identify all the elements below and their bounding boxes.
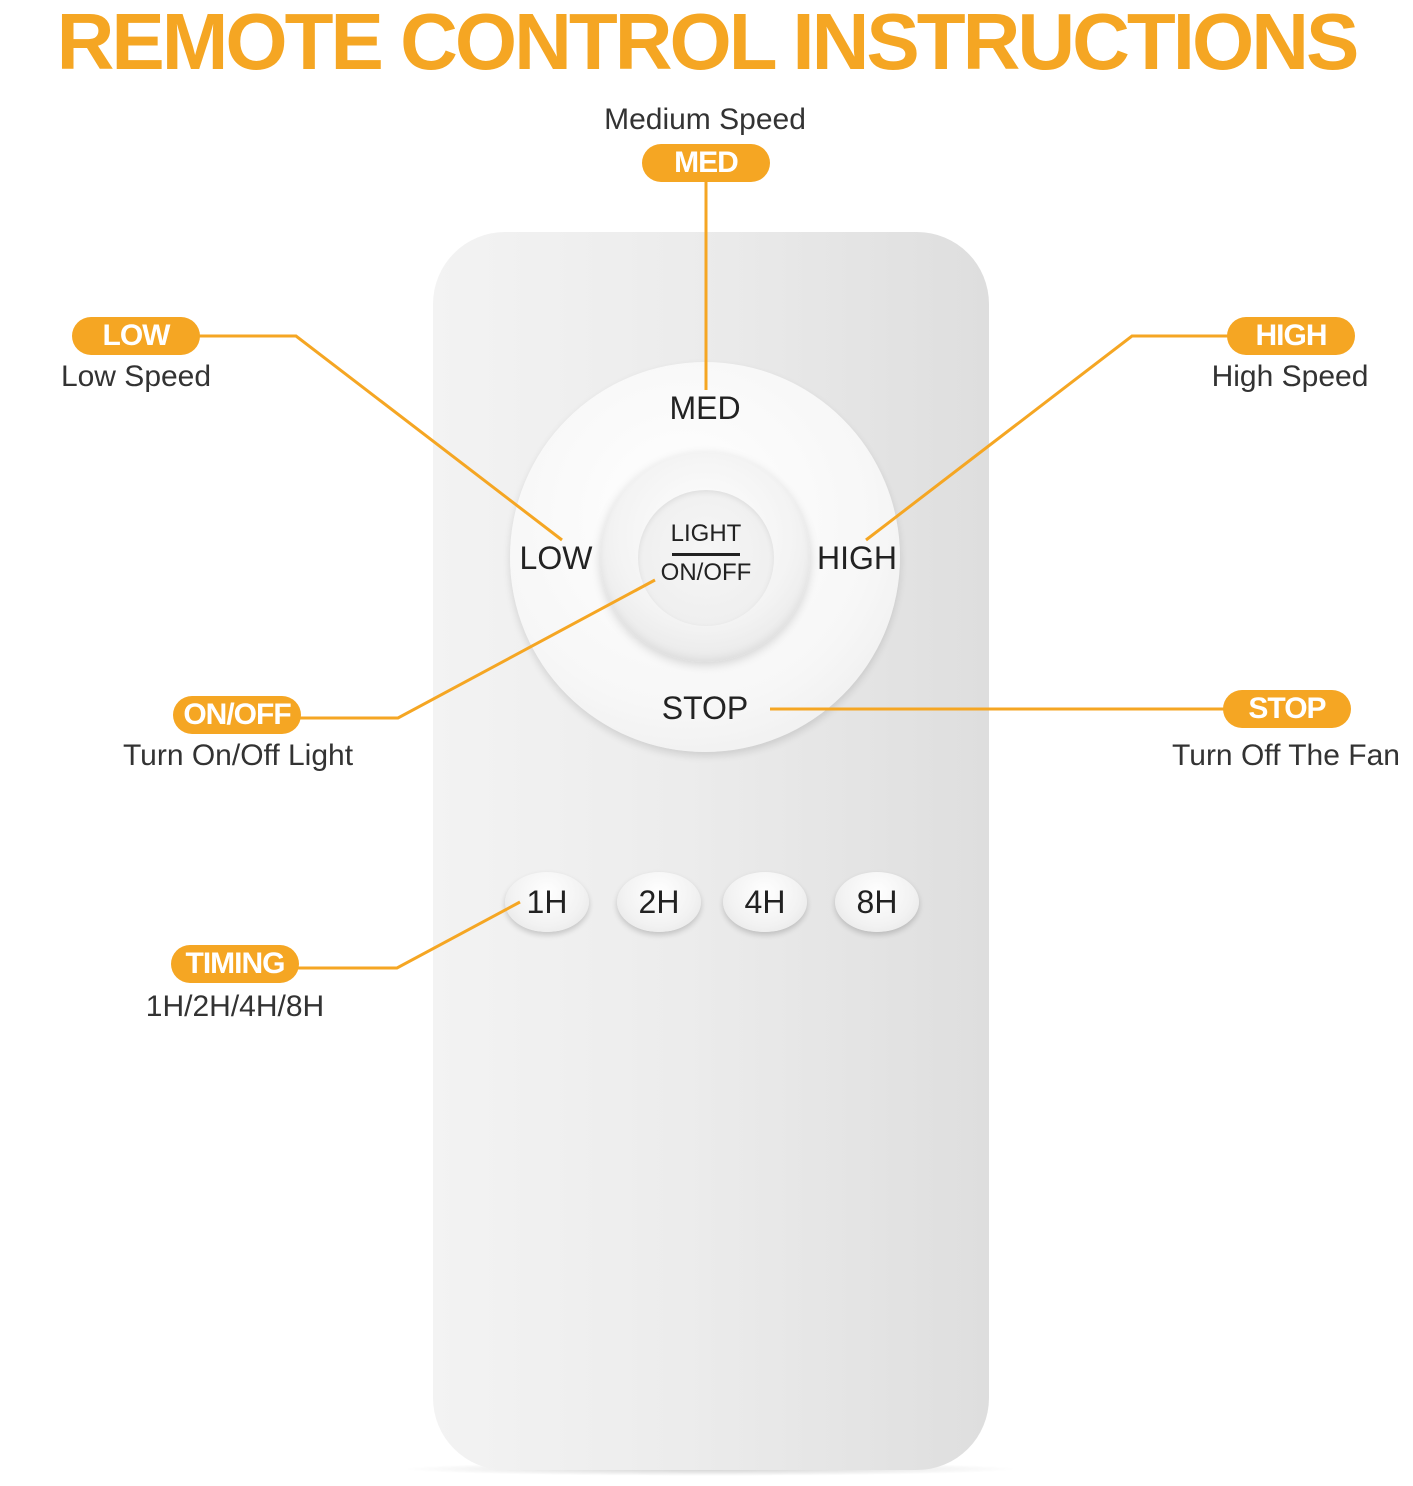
callout-badge-onoff: ON/OFF (173, 696, 301, 734)
timer-button-1h[interactable]: 1H (505, 872, 589, 932)
callout-badge-stop: STOP (1223, 690, 1351, 728)
stop-button[interactable]: STOP (661, 690, 749, 726)
callout-desc-high: High Speed (1211, 360, 1369, 393)
callout-badge-med: MED (642, 144, 770, 182)
callout-badge-high: HIGH (1227, 317, 1355, 355)
high-button[interactable]: HIGH (817, 540, 897, 576)
callout-desc-onoff: Turn On/Off Light (122, 739, 354, 772)
timer-button-4h[interactable]: 4H (723, 872, 807, 932)
light-label: LIGHT (670, 520, 742, 547)
callout-desc-stop: Turn Off The Fan (1172, 739, 1400, 772)
med-button[interactable]: MED (669, 390, 741, 426)
light-divider (672, 553, 740, 556)
light-toggle-face[interactable] (638, 490, 774, 626)
callout-desc-timing: 1H/2H/4H/8H (145, 990, 325, 1023)
callout-desc-med: Medium Speed (604, 103, 806, 136)
timer-button-2h[interactable]: 2H (617, 872, 701, 932)
callout-badge-low: LOW (72, 317, 200, 355)
onoff-label: ON/OFF (660, 559, 752, 586)
low-button[interactable]: LOW (519, 540, 593, 576)
timer-button-8h[interactable]: 8H (835, 872, 919, 932)
callout-desc-low: Low Speed (60, 360, 212, 393)
callout-badge-timing: TIMING (171, 945, 299, 983)
page-title: REMOTE CONTROL INSTRUCTIONS (56, 0, 1360, 86)
